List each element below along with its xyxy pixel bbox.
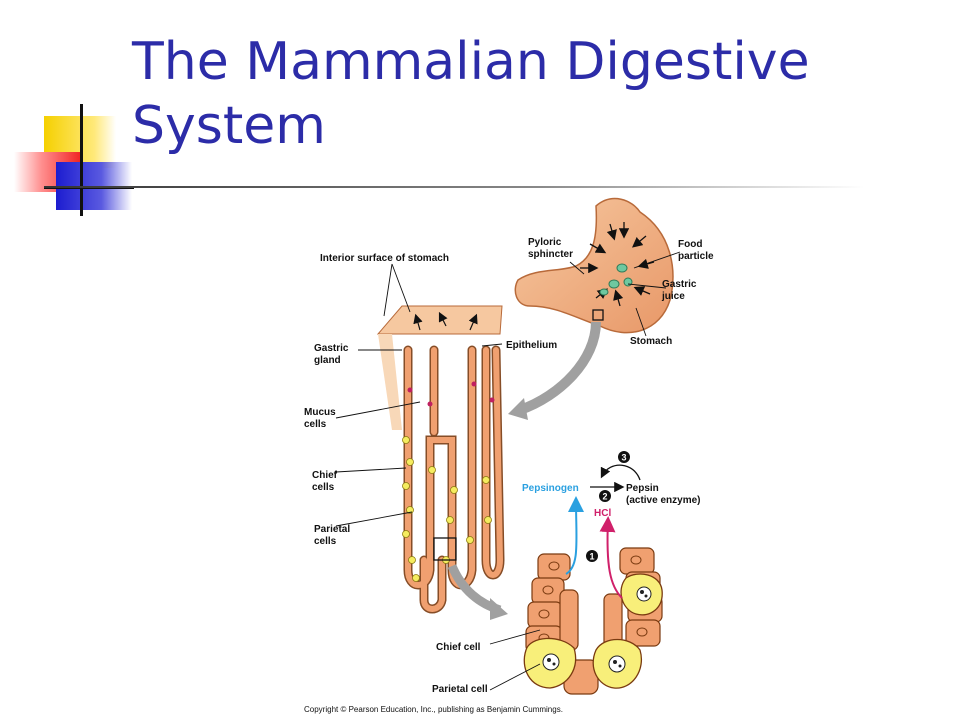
label-stomach: Stomach [630, 336, 672, 347]
label-gastric-gland-line2: gland [314, 355, 341, 366]
label-pepsinogen: Pepsinogen [522, 483, 579, 494]
stomach-illustration [514, 197, 674, 334]
label-parietal-cells-line1: Parietal [314, 524, 350, 535]
label-pyloric-line2: sphincter [528, 249, 573, 260]
label-gastric-gland-line1: Gastric [314, 343, 349, 354]
label-parietal-cells-line2: cells [314, 536, 337, 547]
label-pyloric-line1: Pyloric [528, 237, 562, 248]
copyright-notice: Copyright © Pearson Education, Inc., pub… [304, 705, 563, 714]
gray-zoom-arrows [447, 321, 601, 620]
label-mucus-line1: Mucus [304, 407, 336, 418]
label-parietal-cell: Parietal cell [432, 684, 488, 695]
gastric-cell-cluster [523, 547, 663, 695]
secretion-arrows [565, 464, 641, 599]
label-chief-cells-line1: Chief [312, 470, 338, 481]
title-decoration-vertical-line [80, 104, 83, 216]
leader-lines [335, 251, 681, 691]
step-badges [586, 451, 630, 562]
label-food-line2: particle [678, 251, 714, 262]
title-underline [44, 186, 864, 188]
label-food-line1: Food [678, 239, 702, 250]
label-mucus-line2: cells [304, 419, 327, 430]
label-chief-cells-line2: cells [312, 482, 335, 493]
label-pepsin: Pepsin [626, 483, 659, 494]
step-3-number: 3 [621, 453, 626, 463]
step-1-number: 1 [589, 552, 594, 562]
label-epithelium: Epithelium [506, 340, 557, 351]
gastric-gland-illustration [376, 305, 505, 614]
step-2-number: 2 [602, 492, 607, 502]
label-gastric-juice-line2: juice [661, 291, 685, 302]
label-gastric-juice-line1: Gastric [662, 279, 697, 290]
label-active-enzyme: (active enzyme) [626, 495, 700, 506]
label-hcl: HCl [594, 508, 611, 519]
label-interior-surface: Interior surface of stomach [320, 253, 449, 264]
slide-title: The Mammalian Digestive System [132, 32, 810, 156]
label-chief-cell: Chief cell [436, 642, 481, 653]
